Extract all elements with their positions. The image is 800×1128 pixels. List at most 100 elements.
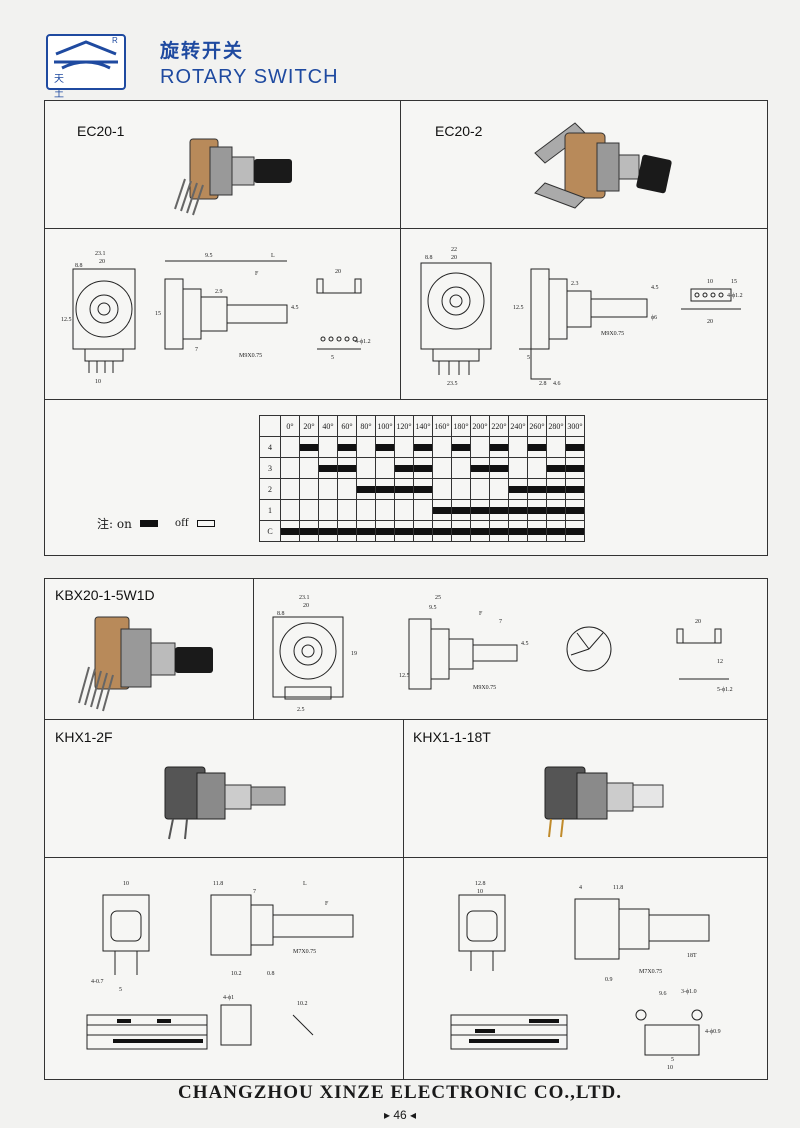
timing-row: 2	[259, 478, 585, 500]
on-bar	[566, 527, 584, 535]
svg-text:9.5: 9.5	[205, 253, 213, 259]
off-segment	[318, 436, 338, 458]
svg-text:F: F	[325, 901, 329, 907]
svg-text:4.5: 4.5	[291, 305, 299, 311]
legend-on-swatch	[140, 520, 158, 527]
on-bar	[433, 506, 451, 514]
svg-text:F: F	[255, 271, 259, 277]
legend-off-label: off	[175, 515, 189, 529]
off-segment	[394, 436, 414, 458]
svg-text:10: 10	[95, 379, 101, 385]
on-segment	[394, 457, 414, 479]
svg-text:8.8: 8.8	[75, 263, 83, 269]
angle-header: 80°	[356, 415, 376, 437]
off-segment	[356, 457, 376, 479]
on-segment	[489, 520, 509, 542]
on-segment	[470, 457, 490, 479]
on-segment	[432, 520, 452, 542]
on-segment	[280, 520, 300, 542]
on-segment	[489, 457, 509, 479]
on-segment	[451, 520, 471, 542]
switch-timing-table: 0°20°40°60°80°100°120°140°160°180°200°22…	[259, 415, 585, 542]
svg-text:4-0.7: 4-0.7	[91, 979, 104, 985]
angle-header: 160°	[432, 415, 452, 437]
on-segment	[508, 520, 528, 542]
on-bar	[471, 464, 489, 472]
on-bar	[490, 506, 508, 514]
svg-text:2.8: 2.8	[539, 381, 547, 387]
on-segment	[356, 478, 376, 500]
on-bar	[452, 527, 470, 535]
on-segment	[413, 478, 433, 500]
company-logo: 天 土 R	[46, 34, 126, 100]
svg-text:M7X0.75: M7X0.75	[293, 949, 316, 955]
model-label-kbx20: KBX20-1-5W1D	[55, 587, 155, 603]
svg-text:10: 10	[123, 881, 129, 887]
on-segment	[470, 520, 490, 542]
on-segment	[356, 520, 376, 542]
svg-text:M7X0.75: M7X0.75	[639, 969, 662, 975]
svg-text:25: 25	[435, 595, 441, 601]
off-segment	[280, 457, 300, 479]
on-bar	[509, 506, 527, 514]
svg-text:3-ϕ1.0: 3-ϕ1.0	[681, 989, 697, 995]
angle-header: 300°	[565, 415, 585, 437]
khx1-2f-photo	[164, 766, 286, 840]
svg-text:4.5: 4.5	[521, 641, 529, 647]
on-bar	[338, 443, 356, 451]
svg-text:15: 15	[731, 279, 737, 285]
off-segment	[451, 478, 471, 500]
on-segment	[565, 499, 585, 521]
svg-text:4.5: 4.5	[651, 285, 659, 291]
on-bar	[300, 443, 318, 451]
ec20-block: EC20-1 EC20-2	[44, 100, 768, 556]
on-bar	[319, 464, 337, 472]
off-segment	[470, 478, 490, 500]
on-bar	[281, 527, 299, 535]
on-bar	[433, 527, 451, 535]
on-segment	[375, 478, 395, 500]
angle-header: 140°	[413, 415, 433, 437]
on-segment	[489, 499, 509, 521]
on-segment	[546, 520, 566, 542]
model-label-ec20-1: EC20-1	[77, 123, 125, 139]
svg-text:5: 5	[671, 1057, 674, 1063]
timing-row: C	[259, 520, 585, 542]
on-bar	[566, 506, 584, 514]
svg-text:10: 10	[667, 1065, 673, 1071]
page-title-cn: 旋转开关	[160, 40, 245, 62]
svg-text:20: 20	[695, 619, 701, 625]
svg-text:12.8: 12.8	[475, 881, 486, 887]
on-bar	[490, 464, 508, 472]
angle-header: 180°	[451, 415, 471, 437]
timing-row: 1	[259, 499, 585, 521]
on-segment	[527, 499, 547, 521]
on-bar	[528, 443, 546, 451]
on-segment	[565, 457, 585, 479]
off-segment	[375, 457, 395, 479]
on-segment	[489, 436, 509, 458]
angle-header: 240°	[508, 415, 528, 437]
khx1-2f-drawing: 10 11.8 7 L F M7X0.75 10.2 0.8 4-0.7 5 4…	[86, 881, 354, 1050]
on-segment	[432, 499, 452, 521]
on-bar	[414, 464, 432, 472]
svg-text:12.5: 12.5	[399, 673, 410, 679]
on-segment	[508, 478, 528, 500]
on-segment	[299, 436, 319, 458]
svg-text:22: 22	[451, 247, 457, 253]
on-segment	[375, 436, 395, 458]
on-segment	[337, 436, 357, 458]
on-bar	[338, 527, 356, 535]
off-segment	[337, 478, 357, 500]
off-segment	[508, 436, 528, 458]
svg-text:4-ϕ0.9: 4-ϕ0.9	[705, 1029, 721, 1035]
angle-header: 0°	[280, 415, 300, 437]
svg-text:9.5: 9.5	[429, 605, 437, 611]
svg-text:10: 10	[477, 889, 483, 895]
svg-text:7: 7	[253, 889, 256, 895]
on-segment	[413, 520, 433, 542]
svg-text:4-ϕ1.2: 4-ϕ1.2	[727, 293, 743, 299]
svg-text:15: 15	[155, 311, 161, 317]
ec20-2-drawing: 22 20 8.8 2.3 4.5 ϕ6 12.5 M9X0.75 23.5 5…	[420, 247, 743, 387]
on-segment	[375, 520, 395, 542]
